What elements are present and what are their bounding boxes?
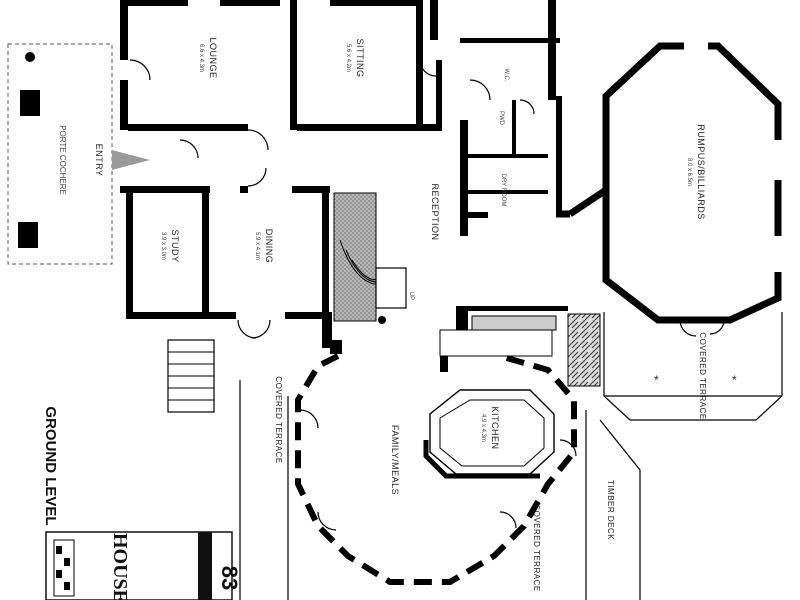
dims-dining: 5.9 x 4.1m	[254, 232, 260, 260]
label-covered-terrace-right: COVERED TERRACE	[698, 332, 707, 419]
dims-kitchen: 4.9 x 4.3m	[480, 414, 486, 442]
covered-terrace-right-outline	[603, 312, 783, 421]
label-dining: DINING	[264, 229, 274, 264]
level-title: GROUND LEVEL	[42, 406, 59, 525]
stone-feature	[439, 313, 601, 387]
label-lounge: LOUNGE	[208, 37, 218, 78]
rumpus-octagon	[556, 40, 783, 324]
walls	[120, 0, 568, 372]
label-rumpus: RUMPUS/BILLIARDS	[696, 124, 706, 220]
dims-rumpus: 8.0 x 6.5m	[686, 158, 692, 186]
house-logo: HOUSE	[109, 533, 131, 600]
label-sitting: SITTING	[355, 39, 365, 78]
label-family-meals: FAMILY/MEALS	[390, 425, 400, 495]
label-kitchen: KITCHEN	[490, 406, 500, 449]
family-meals-octagon	[239, 353, 641, 600]
label-entry: ENTRY	[94, 144, 104, 177]
plan-number: 83	[217, 566, 242, 590]
label-porte-cochere: PORTE COCHERE	[58, 125, 67, 195]
door-swings	[129, 59, 725, 531]
staircase	[333, 192, 407, 324]
svg-text:*: *	[654, 373, 659, 387]
front-steps	[112, 150, 215, 413]
svg-text:*: *	[732, 373, 737, 387]
terrace-markers: * *	[654, 373, 737, 387]
label-covered-terrace-left: COVERED TERRACE	[274, 376, 283, 463]
kitchen-island	[423, 389, 555, 479]
label-dry-room: DRY ROOM	[500, 174, 506, 207]
dims-lounge: 6.6 x 4.3m	[198, 44, 204, 72]
label-reception: RECEPTION	[430, 183, 440, 240]
label-pwd: PWD	[498, 111, 504, 126]
label-up: UP	[408, 292, 414, 300]
title-block: HOUSE 83	[45, 531, 242, 600]
dims-study: 3.9 x 3.0m	[160, 232, 166, 260]
room-labels: LOUNGE 6.6 x 4.3m SITTING 5.6 x 4.2m W.C…	[58, 37, 707, 591]
dims-sitting: 5.6 x 4.2m	[345, 44, 351, 72]
label-timber-deck: TIMBER DECK	[606, 480, 615, 540]
label-covered-terrace-bottom: COVERED TERRACE	[532, 504, 541, 591]
label-study: STUDY	[170, 229, 180, 262]
label-wc: W.C.	[503, 69, 509, 82]
